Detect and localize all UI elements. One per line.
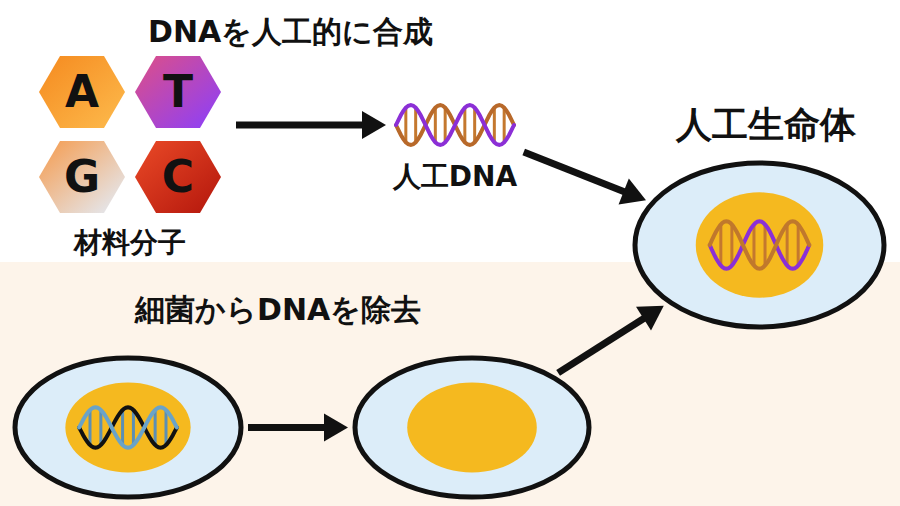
arrow-head: [636, 306, 664, 331]
cell-drawing: [632, 160, 887, 330]
node-text: 人工生命体: [629, 95, 900, 155]
dna-rung: [154, 410, 157, 445]
flow-arrow: [236, 111, 386, 139]
dna-rung: [719, 224, 722, 265]
dna-strand: [396, 105, 514, 145]
cell-membrane: [355, 358, 589, 497]
node-text: A: [65, 67, 99, 117]
dna-rung: [434, 108, 437, 143]
bacterium-cell: [12, 355, 244, 500]
arrow-head: [619, 178, 646, 204]
cell-drawing: [352, 355, 592, 500]
base-hexagon: C: [134, 140, 222, 214]
bacterium-cell: [352, 355, 592, 500]
cell-body: [632, 160, 887, 330]
node-text: 細菌からDNAを除去: [135, 288, 421, 332]
dna-rung: [444, 108, 447, 143]
artificial-cell: 人工生命体: [629, 95, 900, 335]
cell-membrane: [15, 358, 241, 497]
dna-rung: [88, 410, 91, 445]
cell-drawing: [12, 355, 244, 500]
flow-arrow: [524, 152, 646, 204]
lower-band-region: 細菌からDNAを除去: [0, 262, 900, 506]
cell-nucleus: [65, 383, 190, 473]
dna-strand: [79, 407, 177, 447]
node-text: C: [162, 152, 194, 202]
node-text: 材料分子: [74, 224, 186, 262]
hexagon-fill: [135, 56, 221, 128]
node-text: 人工DNA: [393, 157, 517, 197]
dna-helix: [710, 221, 809, 268]
dna-strand: [710, 221, 809, 268]
flow-arrow: [558, 306, 664, 373]
section-heading: DNAを人工的に合成: [148, 10, 433, 54]
dna-rung: [764, 224, 767, 265]
dna-icon: [390, 97, 520, 153]
hexagon-fill: [135, 141, 221, 213]
dna-rung: [786, 224, 789, 265]
dna-rung: [404, 108, 407, 143]
dna-strand: [79, 407, 177, 447]
base-hexagon: G: [38, 140, 126, 214]
dna-figure: 人工DNA: [370, 95, 540, 200]
dna-rung: [165, 410, 168, 445]
arrow-shaft: [248, 424, 328, 431]
arrow-shaft: [558, 316, 647, 372]
dna-rung: [503, 108, 506, 143]
dna-icon-drawing: [390, 97, 520, 153]
dna-strand: [396, 105, 514, 145]
arrow-shaft: [524, 152, 628, 193]
cell-membrane: [635, 163, 884, 327]
arrow-head: [362, 111, 386, 139]
dna-rung: [121, 410, 124, 445]
dna-strand: [710, 221, 809, 268]
hexagon-fill: [39, 141, 125, 213]
cell-nucleus: [696, 192, 824, 297]
node-text: G: [64, 152, 100, 202]
dna-rung: [493, 108, 496, 143]
molecule-group: 材料分子 A T G C: [28, 50, 232, 262]
node-text: T: [163, 67, 193, 117]
base-hexagon: T: [134, 55, 222, 129]
dna-rung: [132, 410, 135, 445]
dna-rung: [752, 224, 755, 265]
dna-rung: [99, 410, 102, 445]
dna-helix: [79, 407, 177, 447]
dna-rung: [797, 224, 800, 265]
hexagon-fill: [39, 56, 125, 128]
arrow-head: [324, 414, 348, 442]
dna-rung: [414, 108, 417, 143]
dna-rung: [463, 108, 466, 143]
dna-rung: [473, 108, 476, 143]
dna-rung: [730, 224, 733, 265]
dna-helix: [396, 105, 514, 145]
arrow-shaft: [236, 122, 366, 129]
cell-nucleus: [407, 383, 537, 473]
base-hexagon: A: [38, 55, 126, 129]
flow-arrow: [248, 414, 348, 442]
